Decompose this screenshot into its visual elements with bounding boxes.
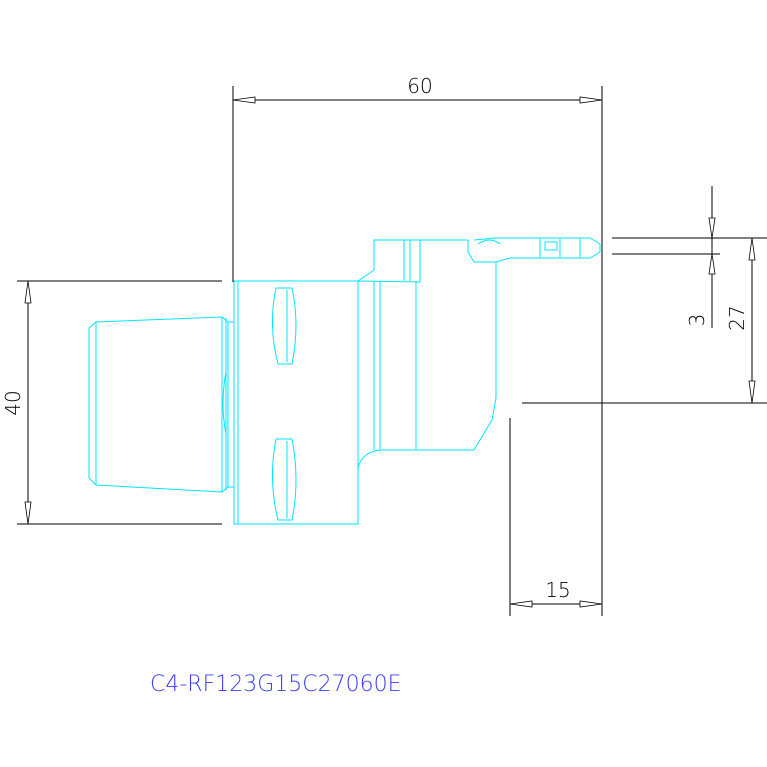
dimension-insert-width-value: 3: [685, 314, 709, 327]
dimension-shank-height: 40: [1, 280, 222, 525]
shank: [88, 316, 234, 493]
lower-screw-slot: [271, 438, 297, 521]
head: [357, 239, 497, 469]
part-number-label: C4-RF123G15C27060E: [150, 672, 402, 697]
tool-holder-outline: [88, 237, 601, 525]
dimension-cutting-depth-value: 27: [725, 305, 749, 330]
dimension-head-offset: 15: [509, 222, 603, 616]
upper-screw-slot: [271, 287, 297, 365]
cutting-insert: [473, 237, 601, 263]
main-body: [233, 280, 359, 525]
dimension-cutting-depth: 27: [522, 237, 767, 404]
dimension-shank-height-value: 40: [1, 390, 25, 415]
dimension-overall-length-value: 60: [407, 74, 432, 98]
dimension-overall-length: 60: [232, 74, 603, 282]
dimension-head-offset-value: 15: [545, 578, 570, 602]
dimension-insert-width: 3: [612, 186, 720, 328]
